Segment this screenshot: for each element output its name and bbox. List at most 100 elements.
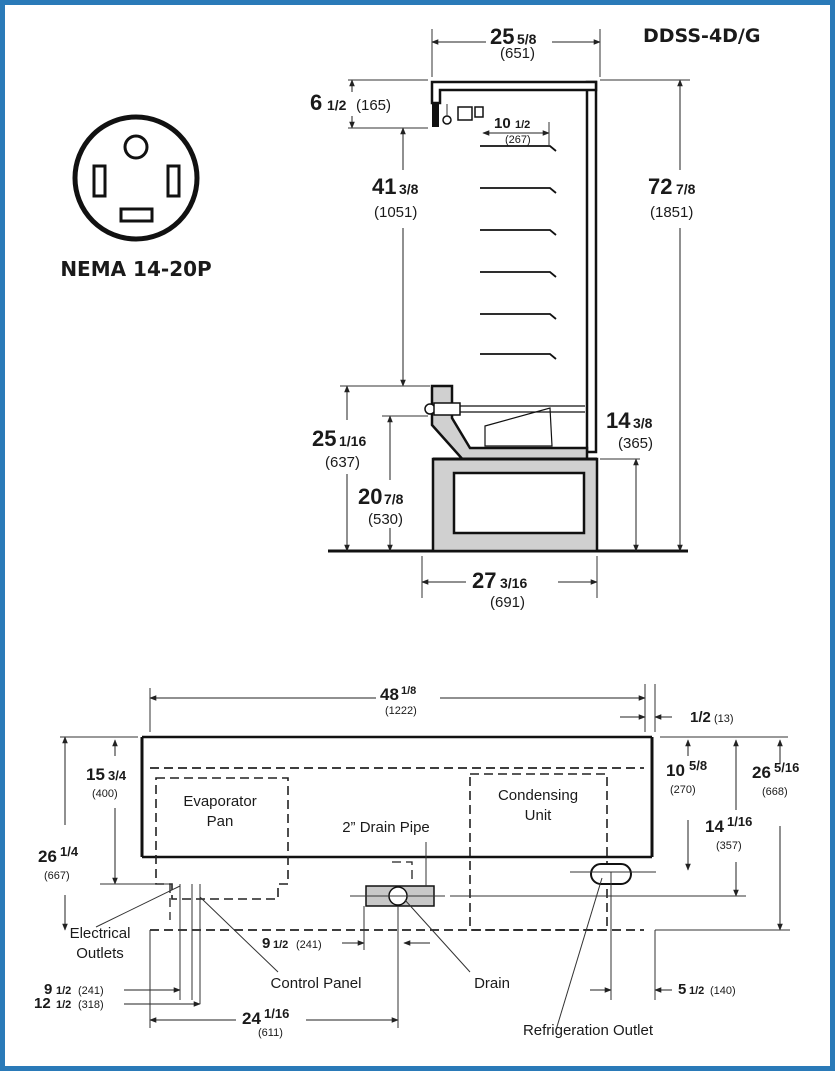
svg-text:7/8: 7/8	[676, 181, 696, 197]
label-drain-pipe: 2” Drain Pipe	[342, 819, 430, 836]
svg-text:26: 26	[38, 847, 57, 866]
svg-text:(611): (611)	[258, 1027, 283, 1039]
dim-refrig-y: 14 1/16 (357)	[705, 814, 752, 852]
dim-evap-y: 15 3/4 (400)	[86, 765, 127, 800]
svg-text:(357): (357)	[716, 840, 742, 852]
svg-text:(530): (530)	[368, 511, 403, 528]
label-condensing: Condensing	[498, 787, 578, 804]
svg-text:(318): (318)	[78, 999, 104, 1011]
svg-text:6: 6	[310, 90, 322, 115]
side-dimension-lines	[340, 29, 690, 598]
svg-text:48: 48	[380, 685, 399, 704]
svg-text:14: 14	[606, 408, 631, 433]
svg-text:1/2: 1/2	[327, 97, 347, 113]
svg-text:10: 10	[666, 761, 685, 780]
nema-14-20p-plug-icon	[72, 114, 200, 242]
svg-text:72: 72	[648, 174, 672, 199]
svg-text:26: 26	[752, 763, 771, 782]
svg-text:3/8: 3/8	[633, 415, 653, 431]
svg-text:(400): (400)	[92, 788, 118, 800]
svg-text:(1851): (1851)	[650, 204, 693, 221]
svg-text:1/16: 1/16	[339, 433, 366, 449]
svg-text:(691): (691)	[490, 594, 525, 611]
plug-name: NEMA 14-20P	[60, 257, 211, 281]
svg-text:(1051): (1051)	[374, 204, 417, 221]
svg-text:(637): (637)	[325, 454, 360, 471]
svg-text:5/16: 5/16	[774, 760, 799, 775]
svg-text:1/2: 1/2	[690, 709, 711, 726]
label-pan: Pan	[207, 813, 234, 830]
svg-text:9: 9	[44, 981, 52, 998]
dim-elec-a: 9 1/2 (241)	[44, 981, 104, 998]
svg-text:1/2: 1/2	[689, 985, 704, 997]
dim-drain-offset: 9 1/2 (241)	[262, 935, 322, 952]
dim-shelf-span: 41 3/8 (1051)	[372, 174, 419, 221]
svg-text:(668): (668)	[762, 786, 788, 798]
svg-text:(165): (165)	[356, 97, 391, 114]
svg-text:(267): (267)	[505, 134, 531, 146]
svg-text:15: 15	[86, 765, 105, 784]
dim-canopy: 6 1/2 (165)	[310, 90, 391, 115]
svg-text:20: 20	[358, 484, 382, 509]
svg-text:1/8: 1/8	[401, 685, 416, 697]
label-outlets: Outlets	[76, 945, 124, 962]
label-electrical: Electrical	[70, 925, 131, 942]
svg-text:5: 5	[678, 981, 686, 998]
svg-text:1/16: 1/16	[264, 1006, 289, 1021]
svg-text:14: 14	[705, 817, 724, 836]
svg-text:(140): (140)	[710, 985, 736, 997]
label-drain: Drain	[474, 975, 510, 992]
dim-plan-width: 48 1/8 (1222)	[380, 685, 417, 717]
dim-shelf-depth: 10 1/2 (267)	[494, 115, 531, 146]
drain-pipe	[350, 861, 445, 907]
svg-text:(241): (241)	[296, 939, 322, 951]
svg-text:41: 41	[372, 174, 396, 199]
dim-cond-y: 10 5/8 (270)	[666, 758, 707, 796]
dim-elec-b: 12 1/2 (318)	[34, 995, 104, 1012]
svg-text:1/2: 1/2	[56, 985, 71, 997]
dim-front: 20 7/8 (530)	[358, 484, 404, 528]
svg-text:24: 24	[242, 1009, 261, 1028]
plan-dimension-lines	[60, 684, 790, 1031]
svg-text:5/8: 5/8	[517, 31, 537, 47]
svg-text:1/2: 1/2	[273, 939, 288, 951]
dim-base-width: 27 3/16 (691)	[472, 568, 527, 611]
label-control-panel: Control Panel	[271, 975, 362, 992]
label-evaporator: Evaporator	[183, 793, 256, 810]
svg-text:25: 25	[312, 426, 336, 451]
svg-text:(651): (651)	[500, 45, 535, 62]
model-number: DDSS-4D/G	[643, 25, 760, 47]
condensing-unit-outline	[469, 773, 608, 931]
svg-text:1/2: 1/2	[56, 999, 71, 1011]
side-view-case	[328, 80, 688, 553]
svg-text:(270): (270)	[670, 784, 696, 796]
svg-text:7/8: 7/8	[384, 491, 404, 507]
refrigeration-outlet	[570, 863, 656, 885]
svg-text:(1222): (1222)	[385, 705, 417, 717]
svg-text:(365): (365)	[618, 435, 653, 452]
svg-text:1/4: 1/4	[60, 844, 79, 859]
svg-text:25: 25	[490, 24, 514, 49]
label-refrigeration-outlet: Refrigeration Outlet	[523, 1022, 654, 1039]
svg-text:(13): (13)	[714, 713, 734, 725]
electrical-outlets	[169, 884, 201, 1004]
dim-height: 72 7/8 (1851)	[648, 174, 696, 221]
dim-base-height: 14 3/8 (365)	[606, 408, 653, 452]
svg-text:27: 27	[472, 568, 496, 593]
dim-drain-x: 24 1/16 (611)	[242, 1006, 289, 1039]
svg-text:(667): (667)	[44, 870, 70, 882]
dim-depth-left: 26 1/4 (667)	[38, 844, 79, 882]
svg-text:10: 10	[494, 115, 511, 132]
dim-refrig-x: 5 1/2 (140)	[678, 981, 736, 998]
dim-depth-right: 26 5/16 (668)	[752, 760, 799, 798]
svg-text:3/4: 3/4	[108, 768, 127, 783]
svg-text:1/2: 1/2	[515, 119, 530, 131]
svg-text:5/8: 5/8	[689, 758, 707, 773]
svg-text:12: 12	[34, 995, 51, 1012]
dim-width-top: 25 5/8 (651)	[490, 24, 537, 62]
dim-half: 1/2 (13)	[690, 709, 734, 726]
svg-text:1/16: 1/16	[727, 814, 752, 829]
